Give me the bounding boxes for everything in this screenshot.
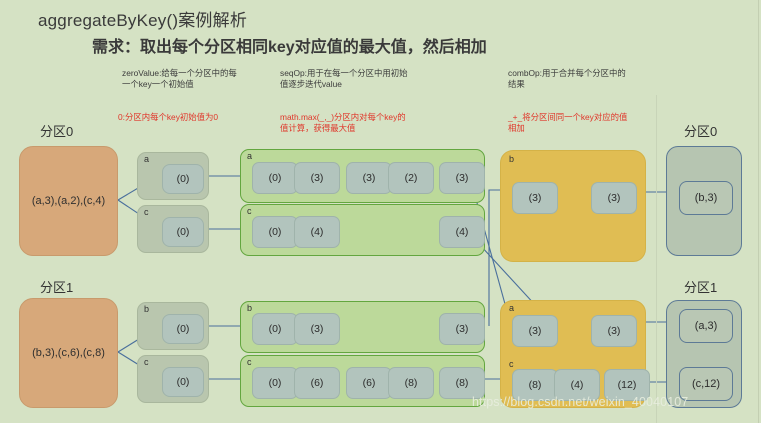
partition-0-label: 分区0 (40, 124, 74, 139)
seq-group-p1-c: c (0) (6) (6) (8) (8) (240, 355, 485, 407)
result-cell-p1-0: (a,3) (679, 309, 733, 343)
comb-cell-top-0: (3) (512, 182, 558, 214)
seq-cell-p1-b-2: (3) (439, 313, 485, 345)
note-zerovalue-red: 0:分区内每个key初始值为0 (118, 112, 219, 122)
seq-cell-p0-a-4: (3) (439, 162, 485, 194)
right-edge-divider (758, 0, 759, 423)
zero-group-p0-c-key: c (144, 207, 149, 217)
result-partition-0-label: 分区0 (684, 124, 718, 139)
seq-cell-p1-c-0: (0) (252, 367, 298, 399)
comb-cell-bottom-c-2: (12) (604, 369, 650, 401)
seq-group-p1-c-key: c (247, 357, 252, 367)
comb-group-bottom-c-key: c (509, 359, 514, 369)
comb-cell-bottom-a-1: (3) (591, 315, 637, 347)
comb-group-bottom: a (3) (3) c (8) (4) (12) (500, 300, 650, 408)
zero-group-p1-c-key: c (144, 357, 149, 367)
zero-cell-p0-c: (0) (162, 217, 204, 247)
comb-cell-bottom-c-1: (4) (554, 369, 600, 401)
comb-cell-bottom-a-0: (3) (512, 315, 558, 347)
zero-group-p1-b: b (0) (137, 302, 209, 350)
watermark: https://blog.csdn.net/weixin_40040107 (472, 395, 689, 409)
comb-group-bottom-a-key: a (509, 303, 515, 313)
note-combop-red: _+_将分区间同一个key对应的值相加 (508, 112, 628, 133)
result-group-partition-1: (a,3) (c,12) (666, 300, 742, 408)
seq-cell-p0-c-0: (0) (252, 216, 298, 248)
zero-group-p0-a: a (0) (137, 152, 209, 200)
seq-group-p0-c: c (0) (4) (4) (240, 204, 485, 256)
result-group-partition-0: (b,3) (666, 146, 742, 256)
source-box-partition-1: (b,3),(c,6),(c,8) (19, 298, 118, 408)
page-title: aggregateByKey()案例解析 (38, 11, 248, 30)
seq-cell-p0-a-0: (0) (252, 162, 298, 194)
zero-cell-p0-a: (0) (162, 164, 204, 194)
zero-group-p1-c: c (0) (137, 355, 209, 403)
note-combop: combOp:用于合并每个分区中的结果 (508, 68, 626, 89)
result-cell-p0-0: (b,3) (679, 181, 733, 215)
seq-cell-p1-c-1: (6) (294, 367, 340, 399)
comb-group-top-b: b (3) (3) (500, 150, 646, 262)
source-box-partition-0: (a,3),(a,2),(c,4) (19, 146, 118, 256)
seq-group-p0-a: a (0) (3) (3) (2) (3) (240, 149, 485, 203)
result-cell-p1-1: (c,12) (679, 367, 733, 401)
seq-cell-p0-a-3: (2) (388, 162, 434, 194)
seq-group-p0-a-key: a (247, 151, 253, 161)
seq-cell-p0-c-2: (4) (439, 216, 485, 248)
zero-cell-p1-b: (0) (162, 314, 204, 344)
seq-cell-p1-c-2: (6) (346, 367, 392, 399)
seq-group-p1-b-key: b (247, 303, 253, 313)
comb-cell-top-1: (3) (591, 182, 637, 214)
vertical-divider (656, 95, 657, 423)
seq-cell-p1-c-4: (8) (439, 367, 485, 399)
partition-1-label: 分区1 (40, 280, 74, 295)
zero-group-p1-b-key: b (144, 304, 150, 314)
seq-cell-p0-a-1: (3) (294, 162, 340, 194)
result-partition-1-label: 分区1 (684, 280, 718, 295)
seq-cell-p0-a-2: (3) (346, 162, 392, 194)
zero-group-p0-c: c (0) (137, 205, 209, 253)
note-seqop-red: math.max(_,_)分区内对每个key的值计算，获得最大值 (280, 112, 406, 133)
seq-cell-p0-c-1: (4) (294, 216, 340, 248)
note-seqop: seqOp:用于在每一个分区中用初始值逐步迭代value (280, 68, 408, 89)
page-subtitle: 需求：取出每个分区相同key对应值的最大值，然后相加 (92, 39, 487, 56)
zero-group-p0-a-key: a (144, 154, 150, 164)
comb-group-top-key: b (509, 154, 515, 164)
seq-cell-p1-b-1: (3) (294, 313, 340, 345)
seq-group-p1-b: b (0) (3) (3) (240, 301, 485, 353)
zero-cell-p1-c: (0) (162, 367, 204, 397)
seq-cell-p1-b-0: (0) (252, 313, 298, 345)
seq-group-p0-c-key: c (247, 206, 252, 216)
seq-cell-p1-c-3: (8) (388, 367, 434, 399)
note-zerovalue: zeroValue:给每一个分区中的每一个key一个初始值 (122, 68, 237, 89)
